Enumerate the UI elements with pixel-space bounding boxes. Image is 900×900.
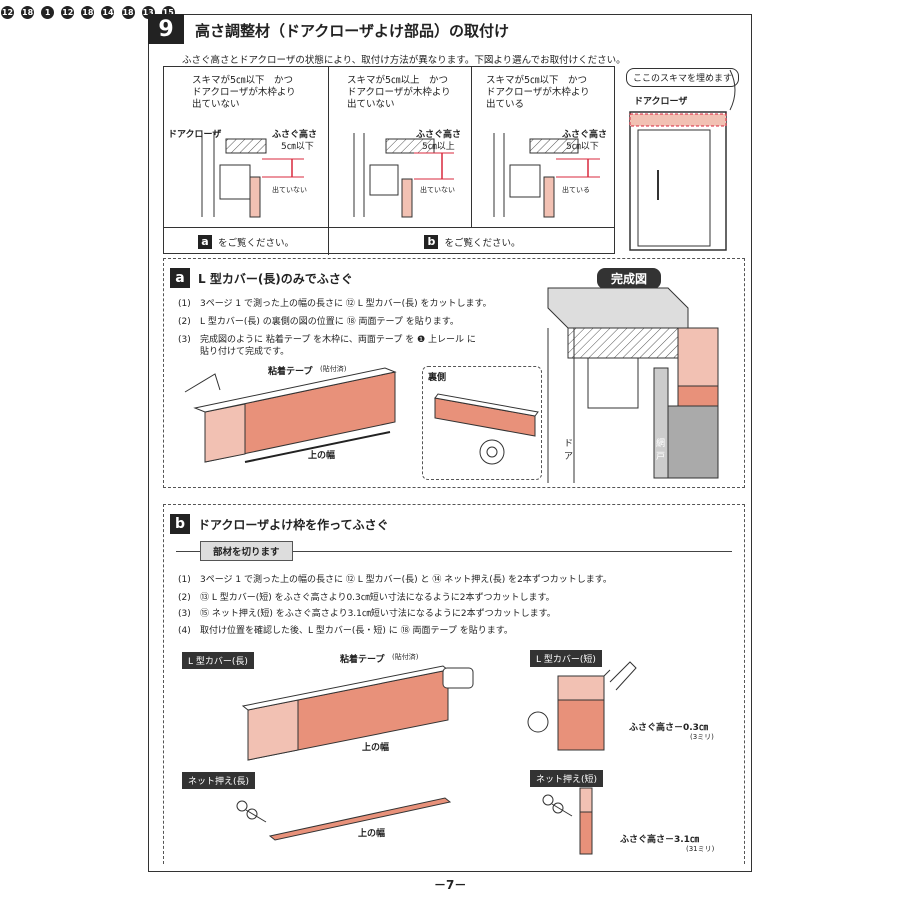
option-column-1: スキマが5㎝以下 かつ ドアクローザが木枠より 出ていない (164, 67, 329, 227)
section-b-step-1: (1)3ページ 1 で測った上の幅の長さに ⑫ L 型カバー(長) と ⑭ ネッ… (178, 575, 612, 585)
dim-short-net: ふさぐ高さ－3.1㎝ (620, 835, 699, 845)
option-3-status: 出ている (562, 186, 590, 194)
section-b-num-18-side: 18 (121, 6, 135, 19)
option-1-height-value: 5㎝以下 (281, 142, 314, 152)
step-number-badge: 9 (148, 14, 184, 44)
option-2-figure (353, 133, 454, 218)
subhead-divider (176, 551, 732, 552)
ref-a[interactable]: a をご覧ください。 (164, 228, 329, 255)
ref-b-text: をご覧ください。 (444, 237, 521, 249)
section-a-back-figure (434, 393, 539, 465)
option-3-figure (493, 133, 600, 218)
section-b (163, 504, 745, 864)
section-a-num-12: 12 (1, 6, 14, 19)
dim-short-l-mm: (3ミリ) (690, 733, 714, 741)
option-3-height-value: 5㎝以下 (566, 142, 599, 152)
page-number: －7－ (434, 878, 467, 892)
page-frame (148, 14, 752, 872)
section-b-tape-note: (貼付済) (392, 653, 419, 661)
completed-num-1: 1 (41, 6, 55, 19)
section-a-step-3b: 貼り付けて完成です。 (200, 347, 290, 357)
ref-b-letter: b (424, 234, 439, 249)
side-door-figure (629, 69, 736, 251)
section-b-title: ドアクローザよけ枠を作ってふさぐ (198, 518, 389, 532)
section-b-width-label-2: 上の幅 (358, 829, 386, 839)
part-tag-net-short: ネット押え(短) (530, 770, 604, 787)
section-a-tape-label: 粘着テープ (268, 367, 313, 377)
dim-short-net-mm: (31ミリ) (686, 845, 715, 853)
section-b-step-2: (2)⑬ L 型カバー(短) をふさぐ高さより0.3㎝短い寸法になるように2本ず… (178, 593, 555, 603)
ref-a-letter: a (197, 234, 212, 249)
section-b-net-long-figure (236, 797, 452, 841)
option-2-status: 出ていない (420, 186, 455, 194)
section-b-num-12: 12 (61, 6, 75, 19)
section-a-step-1: (1)3ページ 1 で測った上の幅の長さに ⑫ L 型カバー(長) をカットしま… (178, 299, 492, 309)
option-2-height-label: ふさぐ高さ (416, 130, 462, 140)
section-b-l-short-figure (527, 661, 637, 751)
section-a-cover-figure (184, 367, 397, 463)
completed-door-label: ド ア (564, 439, 574, 462)
option-3-condition: スキマが5㎝以下 かつ ドアクローザが木枠より 出ている (486, 75, 590, 110)
step-title: 高さ調整材（ドアクローザよけ部品）の取付け (195, 22, 509, 40)
option-1-closer-label: ドアクローザ (168, 130, 222, 140)
options-table: スキマが5㎝以下 かつ ドアクローザが木枠より 出ていない スキマが5㎝以上 か… (163, 66, 616, 255)
section-b-num-18-top: 18 (81, 6, 95, 19)
option-1-status: 出ていない (272, 186, 307, 194)
section-b-subhead: 部材を切ります (200, 541, 293, 561)
section-a-back-view (422, 366, 542, 480)
ref-a-text: をご覧ください。 (217, 237, 294, 249)
option-2-height-value: 5㎝以上 (422, 142, 455, 152)
options-ref-row: a をご覧ください。 b をご覧ください。 (164, 227, 616, 255)
option-column-2: スキマが5㎝以上 かつ ドアクローザが木枠より 出ていない (329, 67, 472, 227)
section-b-l-long-figure (241, 665, 474, 761)
section-b-tape-label: 粘着テープ (340, 655, 385, 665)
completed-figure-label: 完成図 (597, 268, 662, 289)
option-column-3: スキマが5㎝以下 かつ ドアクローザが木枠より 出ている (472, 67, 616, 227)
section-b-step-3: (3)⑮ ネット押え(短) をふさぐ高さより3.1㎝短い寸法になるように2本ずつ… (178, 609, 556, 619)
dim-short-l: ふさぐ高さ－0.3㎝ (629, 723, 708, 733)
section-a-width-label: 上の幅 (308, 451, 336, 461)
part-tag-l-long: L 型カバー(長) (182, 652, 254, 669)
option-1-condition: スキマが5㎝以下 かつ ドアクローザが木枠より 出ていない (192, 75, 296, 110)
option-3-height-label: ふさぐ高さ (562, 130, 608, 140)
completed-figure (547, 287, 719, 483)
section-b-badge: b (170, 514, 190, 534)
completed-screen-label: 網 戸 (656, 439, 666, 462)
option-2-condition: スキマが5㎝以上 かつ ドアクローザが木枠より 出ていない (347, 75, 451, 110)
intro-text: ふさぐ高さとドアクローザの状態により、取付け方法が異なります。下図より選んでお取… (182, 55, 626, 66)
section-b-num-14: 14 (101, 6, 115, 19)
section-a-title: L 型カバー(長)のみでふさぐ (198, 272, 353, 286)
section-b-net-short-figure (542, 787, 593, 855)
ref-b[interactable]: b をご覧ください。 (329, 228, 616, 255)
section-a-step-2: (2)L 型カバー(長) の裏側の図の位置に ⑱ 両面テープ を貼ります。 (178, 317, 459, 327)
section-a (163, 258, 745, 488)
section-a-badge: a (170, 268, 190, 288)
option-1-height-label: ふさぐ高さ (272, 130, 318, 140)
section-b-step-4: (4)取付け位置を確認した後、L 型カバー(長・短) に ⑱ 両面テープ を貼り… (178, 626, 513, 636)
section-b-width-label-1: 上の幅 (362, 743, 390, 753)
section-a-step-3: (3)完成図のように 粘着テープ を木枠に、両面テープ を ❶ 上レール に (178, 335, 476, 345)
part-tag-net-long: ネット押え(長) (182, 772, 256, 789)
section-a-back-label: 裏側 (428, 373, 447, 383)
side-closer-label: ドアクローザ (634, 97, 688, 107)
part-tag-l-short: L 型カバー(短) (530, 650, 602, 667)
section-a-tape-note: (貼付済) (320, 365, 347, 373)
option-1-figure (201, 133, 304, 218)
section-a-num-18: 18 (21, 6, 35, 19)
option-figures (201, 133, 600, 218)
side-callout: ここのスキマを埋めます (626, 68, 740, 87)
